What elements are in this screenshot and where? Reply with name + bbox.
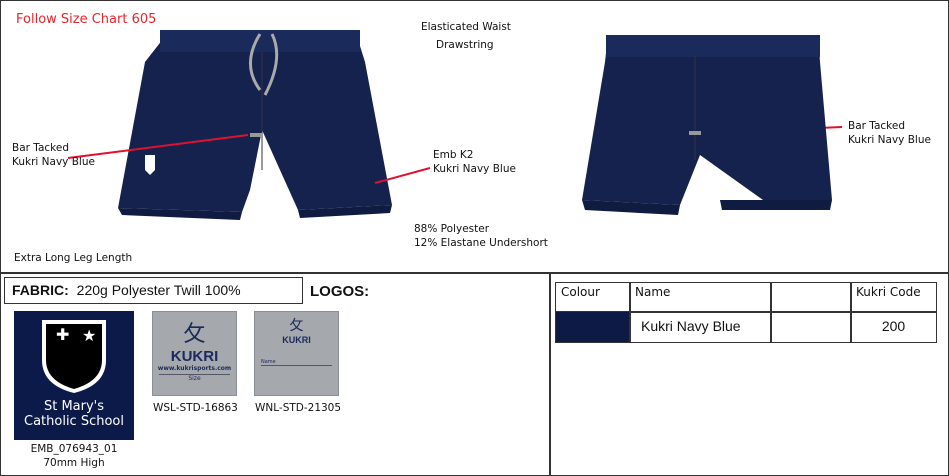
colour-name: Kukri Navy Blue: [629, 311, 772, 343]
fabric-value: 220g Polyester Twill 100%: [76, 282, 241, 298]
page-title: Follow Size Chart 605: [16, 12, 157, 27]
colour-extra: [770, 311, 852, 343]
drawstring-label: Drawstring: [436, 39, 494, 51]
elasticated-waist-label: Elasticated Waist: [421, 21, 511, 33]
colour-swatch: [555, 311, 631, 343]
fabric-label: FABRIC:: [12, 282, 69, 298]
logo-code-3: WNL-STD-21305: [255, 402, 342, 414]
front-shorts-drawing: [118, 30, 392, 220]
header-kukri-code: Kukri Code: [850, 282, 937, 313]
kukri-icon: ⺙: [183, 322, 206, 347]
logo-code-2: WSL-STD-16863: [153, 402, 238, 414]
fabric-box: FABRIC: 220g Polyester Twill 100%: [4, 277, 303, 304]
logos-label: LOGOS:: [310, 283, 370, 300]
svg-text:✚: ✚: [56, 325, 69, 344]
school-crest-logo: ✚★ St Mary's Catholic School: [14, 311, 134, 440]
header-name: Name: [629, 282, 772, 313]
header-colour: Colour: [555, 282, 631, 313]
svg-text:★: ★: [82, 326, 96, 345]
school-name-line1: St Mary's: [43, 399, 105, 414]
kukri-size-label-logo: ⺙ KUKRI www.kukrisports.com Size: [152, 311, 237, 396]
colour-code: 200: [850, 311, 937, 343]
kukri-name-label-logo: ⺙ KUKRI Name: [254, 311, 339, 396]
leg-length-label: Extra Long Leg Length: [14, 252, 133, 264]
back-shorts-drawing: [582, 35, 832, 215]
crest-icon: [145, 155, 155, 175]
header-blank: [770, 282, 852, 313]
kukri-icon: ⺙: [289, 318, 304, 334]
school-name-line2: Catholic School: [24, 414, 124, 429]
crest-icon: ✚★: [42, 320, 106, 393]
